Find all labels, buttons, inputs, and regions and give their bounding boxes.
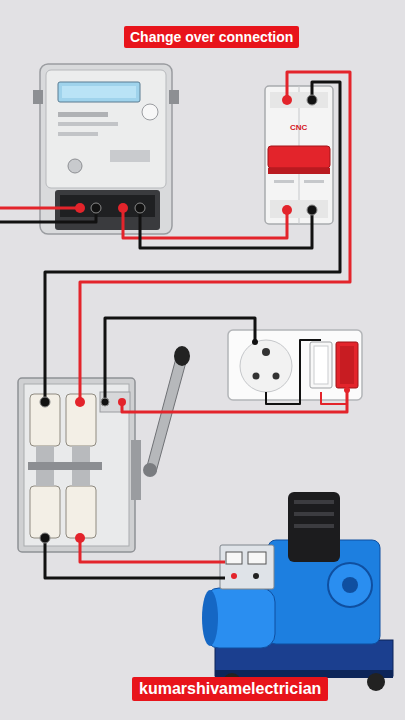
- switch-board: [228, 330, 362, 400]
- diesel-generator: [202, 492, 393, 691]
- changeover-switch: [18, 378, 141, 552]
- watermark-banner: kumarshivamelectrician: [132, 677, 328, 701]
- title-banner: Change over connection: [124, 26, 299, 48]
- wires: [0, 72, 350, 578]
- brand-label: CNC: [290, 123, 307, 132]
- terminal-screws: [40, 95, 350, 543]
- mcb-breaker: [265, 86, 333, 224]
